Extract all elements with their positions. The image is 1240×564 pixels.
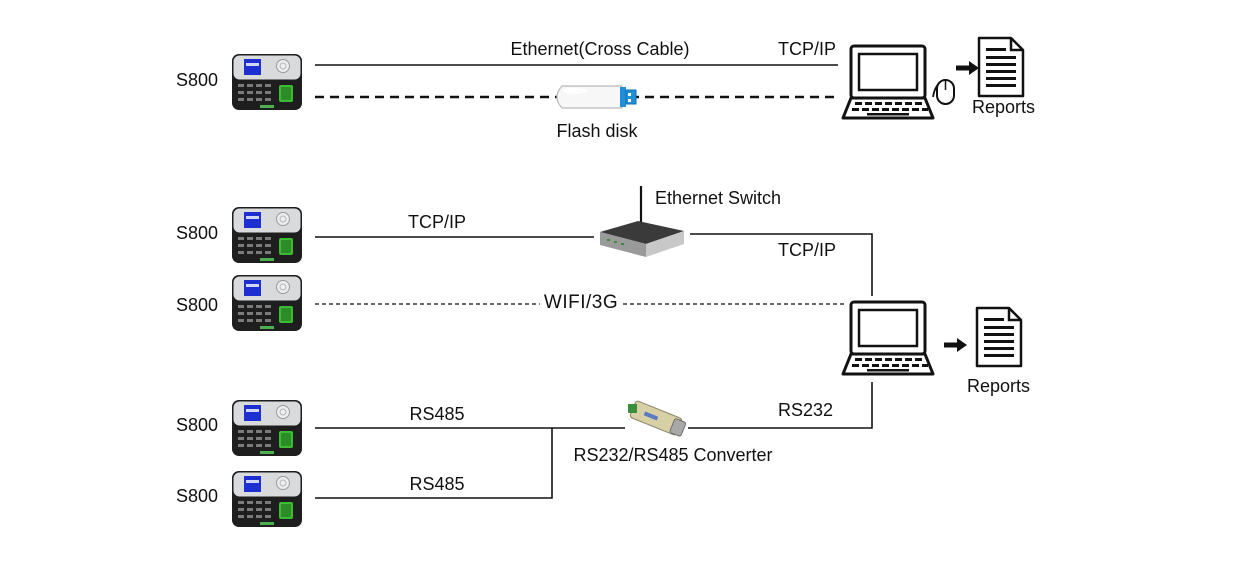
reports-label-bottom: Reports [967,376,1031,396]
device-label-2: S800 [176,223,219,243]
device-label-4: S800 [176,415,219,435]
ethernet-cross-cable-label: Ethernet(Cross Cable) [510,39,690,59]
device-s800-4 [231,399,303,457]
computer-icon-top [841,44,935,120]
tcpip-label-top: TCP/IP [778,39,837,59]
report-document-icon-top [977,36,1025,98]
rs232-rs485-converter-icon [628,400,687,437]
device-label-5: S800 [176,486,219,506]
computer-icon-bottom [841,300,935,376]
right-arrow-icon-top [956,61,979,75]
rs485-label-2: RS485 [409,474,465,494]
tcpip-line-right [690,233,873,296]
ethernet-switch-label: Ethernet Switch [655,188,782,208]
wifi-3g-label: WIFI/3G [539,293,623,313]
device-label-1: S800 [176,70,219,90]
device-label-3: S800 [176,295,219,315]
device-s800-3 [231,274,303,332]
usb-flash-disk-icon [556,85,637,109]
right-arrow-icon-bottom [944,338,967,352]
mouse-icon [932,79,955,105]
rs485-label-1: RS485 [409,404,465,424]
device-s800-2 [231,206,303,264]
reports-label-top: Reports [972,97,1036,117]
device-s800-5 [231,470,303,528]
rs485-line-2 [315,428,553,499]
tcpip-label-left: TCP/IP [407,212,467,232]
rs232-label: RS232 [778,400,834,420]
tcpip-label-right: TCP/IP [778,240,837,260]
rs232-line [688,382,873,429]
report-document-icon-bottom [975,306,1023,368]
flash-disk-label: Flash disk [556,121,638,141]
device-s800-1 [231,53,303,111]
ethernet-switch-icon [600,186,684,257]
converter-label: RS232/RS485 Converter [573,445,773,465]
